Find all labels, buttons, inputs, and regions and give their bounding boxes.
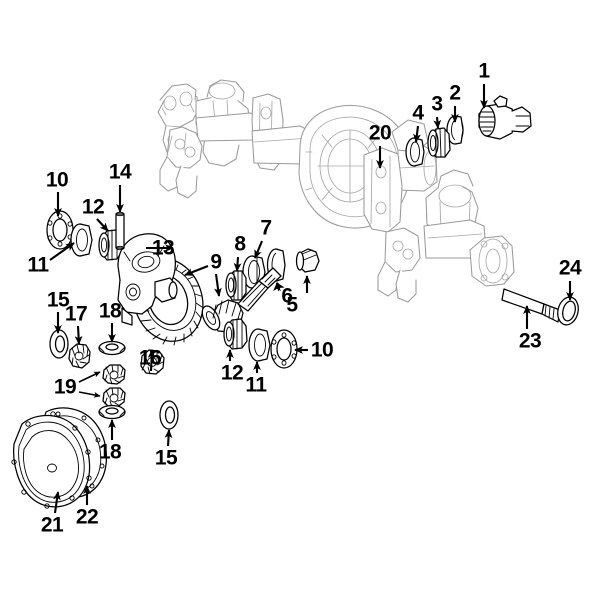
- callout-number-axle-vent-plug: 5: [286, 293, 298, 317]
- callout-number-differential-pinion-shaft: 14: [108, 160, 132, 184]
- callout-number-differential-bearing-cup-lower: 11: [245, 373, 267, 397]
- callout-number-differential-cover-gasket: 22: [75, 505, 99, 529]
- part-differential-side-bearing-lower: [223, 318, 248, 350]
- callout-number-pinion-thrust-washer: 18: [98, 299, 122, 323]
- part-pinion-yoke-flange: [478, 95, 532, 140]
- part-differential-bearing-cap-lower: [270, 329, 298, 369]
- part-pinion-outer-bearing: [427, 127, 451, 158]
- callout-number-differential-bearing-cup: 11: [27, 253, 49, 277]
- callout-number-side-gear-thrust-washer-lower: 15: [154, 446, 178, 470]
- callout-number-differential-side-gear: 17: [64, 302, 88, 326]
- callout-number-differential-bearing-cap-lower: 10: [310, 338, 334, 362]
- axle-housing-illustration: [157, 79, 515, 303]
- callout-leaders: [49, 84, 574, 514]
- part-pinion-thrust-washer: [98, 340, 126, 356]
- part-side-gear-thrust-washer-lower: [159, 400, 179, 430]
- part-differential-bearing-cap: [46, 210, 74, 250]
- part-side-gear-thrust-washer: [49, 329, 69, 359]
- callout-number-differential-side-bearing-lower: 12: [220, 361, 244, 385]
- part-axle-vent-plug: [295, 248, 320, 273]
- callout-number-pinion-yoke-flange: 1: [478, 59, 490, 83]
- callout-number-axle-housing-carrier: 20: [368, 121, 392, 145]
- part-pinion-bearing-cup: [405, 137, 425, 167]
- callout-number-rear-axle-shaft: 23: [518, 329, 542, 353]
- part-rear-axle-shaft: [501, 288, 561, 323]
- part-differential-pinion-mate-gear-lower: [102, 387, 126, 408]
- callout-number-collapsible-spacer: 6: [281, 284, 293, 308]
- callout-number-differential-case: 13: [151, 236, 175, 260]
- part-differential-case: [117, 233, 178, 326]
- callout-number-side-gear-thrust-washer: 15: [46, 288, 70, 312]
- callout-number-differential-pinion-mate-gear: 19: [53, 375, 77, 399]
- part-differential-pinion-mate-gear-upper: [102, 364, 126, 385]
- callout-number-pinion-thrust-washer-lower: 18: [98, 440, 122, 464]
- callout-number-differential-cover: 21: [40, 513, 64, 537]
- callout-number-differential-pinion-gear: 16: [138, 346, 162, 370]
- part-differential-bearing-cup: [70, 223, 93, 257]
- callout-number-pinion-bearing-cup: 4: [412, 101, 424, 125]
- callout-number-differential-bearing-cap: 10: [45, 168, 69, 192]
- callout-number-pinion-seal: 2: [449, 81, 461, 105]
- callout-number-pinion-inner-bearing-cup: 7: [260, 216, 272, 240]
- callout-number-axle-shaft-seal: 24: [558, 256, 582, 280]
- part-differential-pinion-shaft: [115, 211, 125, 251]
- callout-number-differential-side-bearing: 12: [81, 195, 105, 219]
- callout-number-ring-and-pinion-gear-set: 9: [210, 250, 222, 274]
- callout-number-pinion-outer-bearing: 3: [431, 92, 443, 116]
- part-pinion-thrust-washer-lower: [98, 404, 126, 420]
- part-differential-bearing-cup-lower: [248, 328, 271, 362]
- part-differential-side-gear: [68, 343, 91, 369]
- part-pinion-inner-bearing: [225, 270, 247, 301]
- part-differential-cover: [11, 411, 92, 509]
- callout-number-pinion-inner-bearing: 8: [234, 232, 246, 256]
- part-axle-shaft-seal: [557, 296, 579, 326]
- part-pinion-seal: [446, 115, 464, 145]
